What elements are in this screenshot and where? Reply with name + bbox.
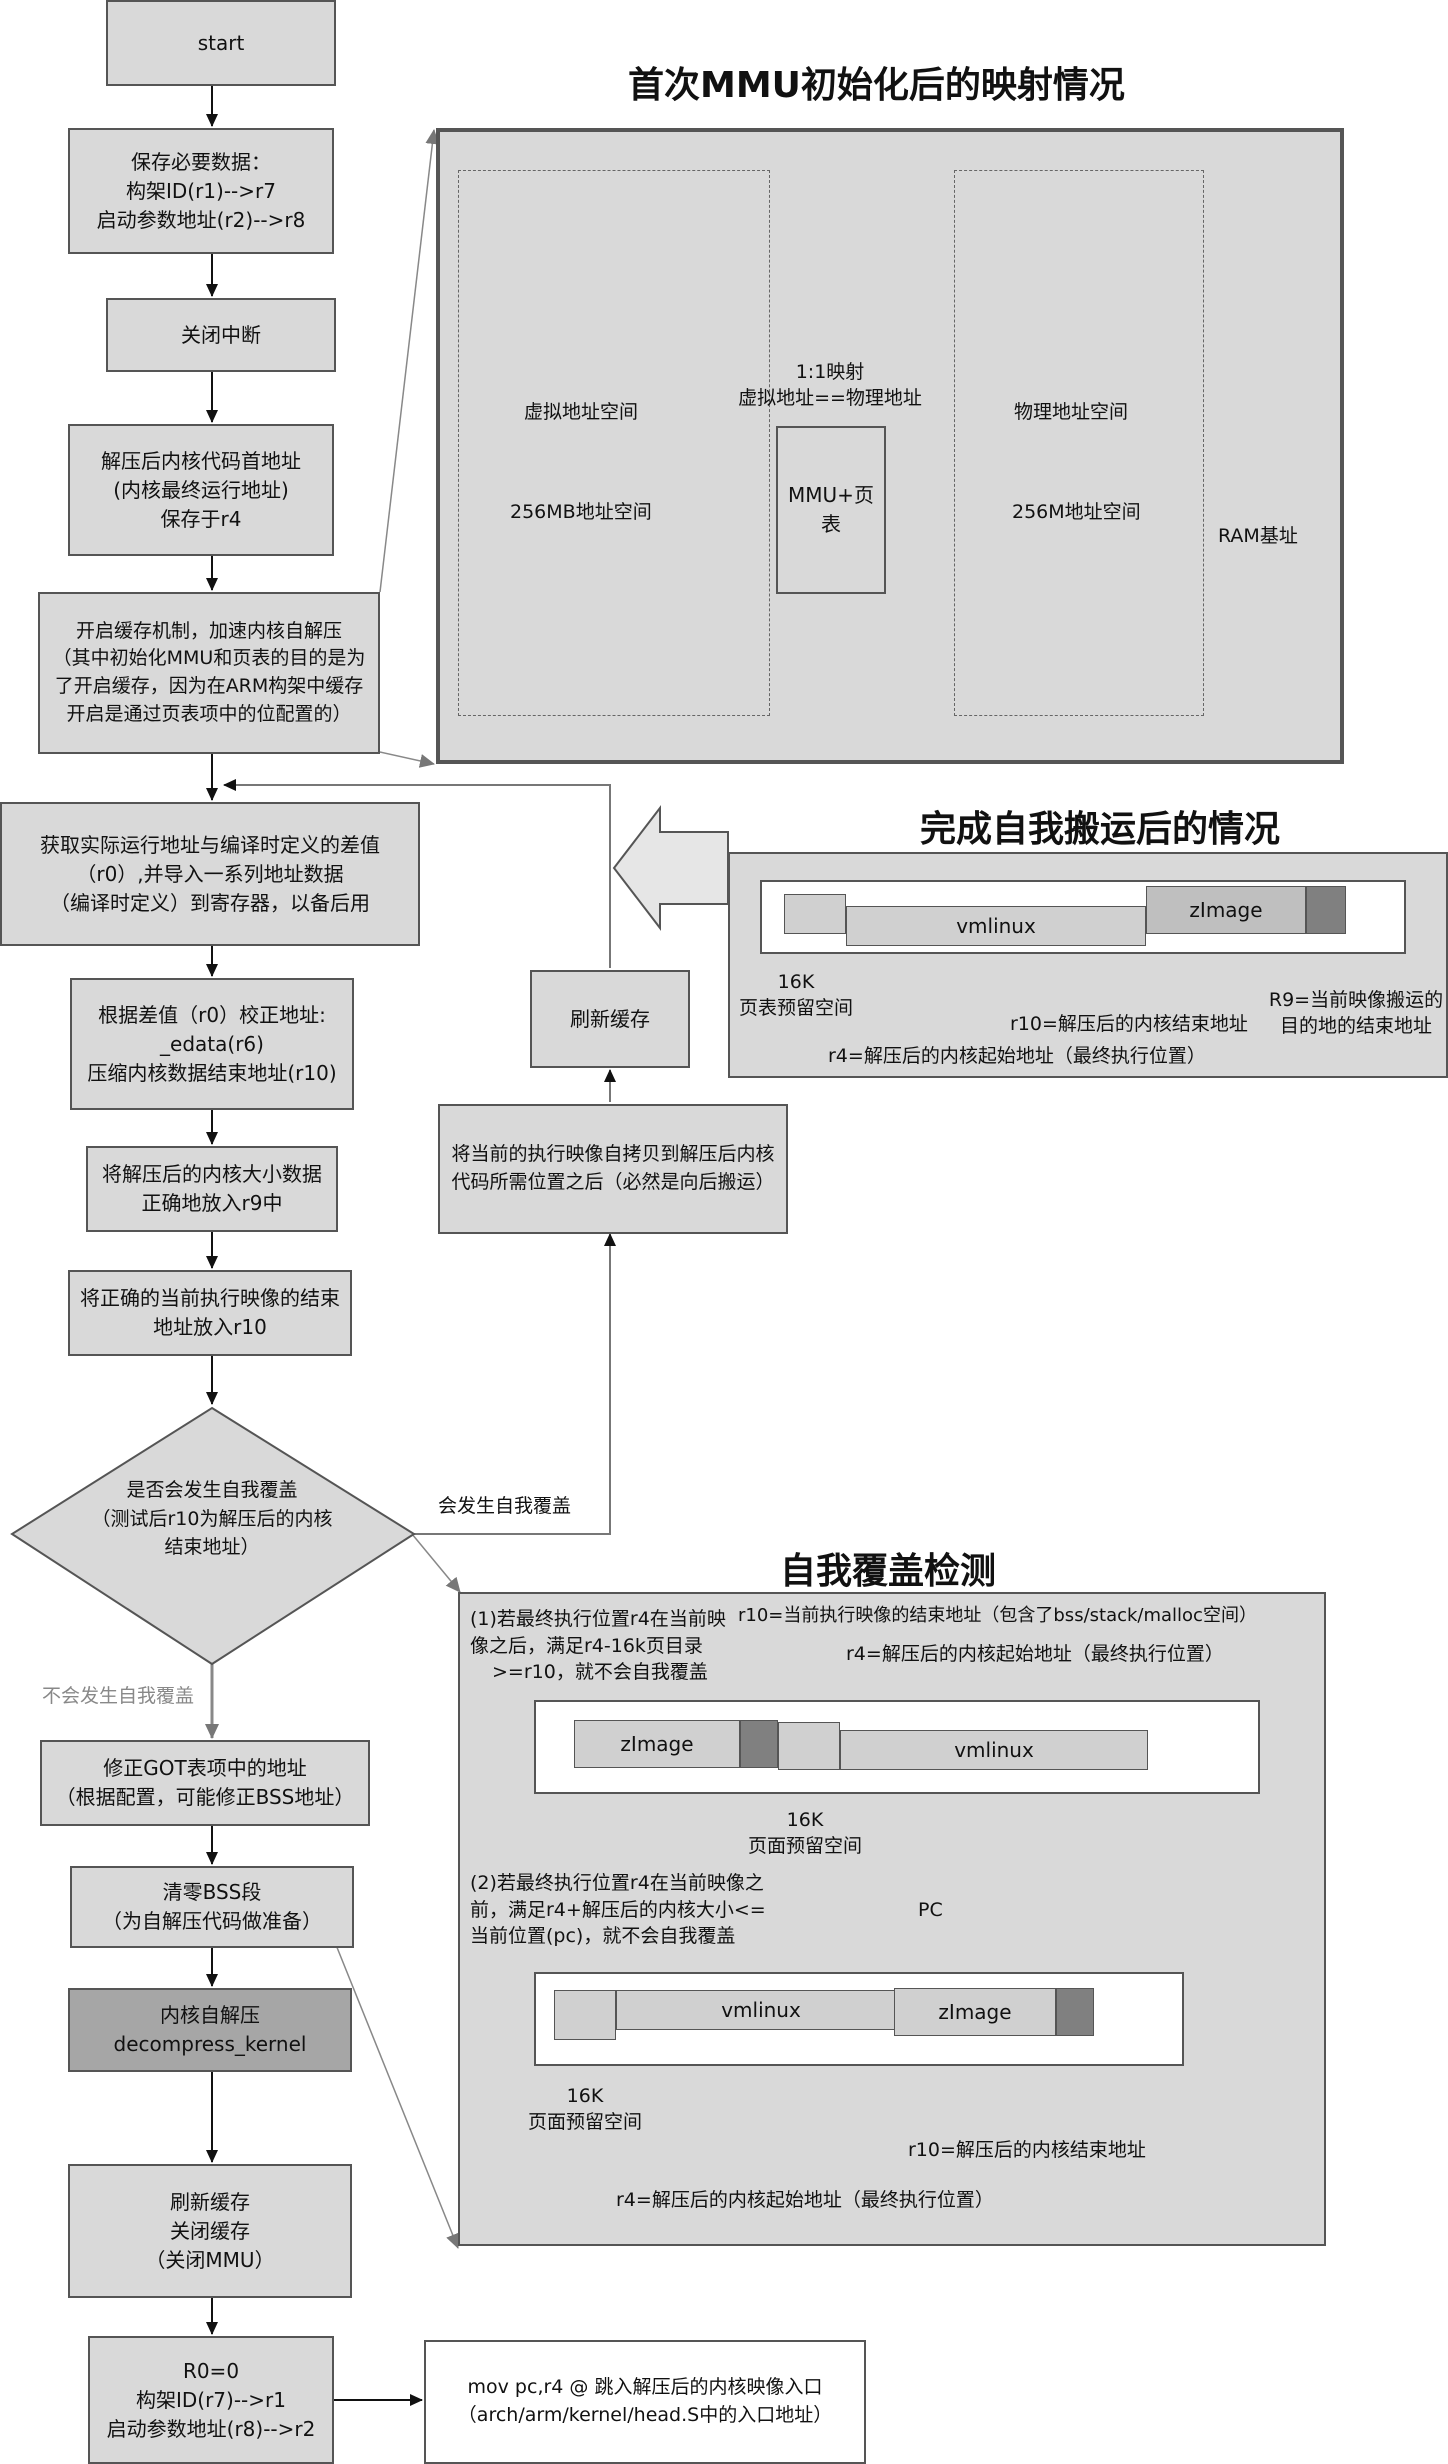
case1-seg-zimage: zImage bbox=[574, 1720, 740, 1768]
save-line-1: 保存必要数据： bbox=[130, 149, 271, 174]
decompress-node: 内核自解压 decompress_kernel bbox=[68, 1988, 352, 2072]
enable-cache-node: 开启缓存机制，加速内核自解压 （其中初始化MMU和页表的目的是为 了开启缓存，因… bbox=[38, 592, 380, 754]
zoom-line-overlap-bottom bbox=[329, 1929, 460, 2249]
kernel-addr-node: 解压后内核代码首地址 (内核最终运行地址) 保存于r4 bbox=[68, 424, 334, 556]
mmu-page-table-box: MMU+页 表 bbox=[776, 426, 886, 594]
clear-bss-node: 清零BSS段 （为自解压代码做准备） bbox=[70, 1866, 354, 1948]
mmu-panel-title: 首次MMU初始化后的映射情况 bbox=[628, 65, 1125, 106]
relocate-r10-label: r10=解压后的内核结束地址 bbox=[1010, 1013, 1248, 1035]
case1-text: (1)若最终执行位置r4在当前映 像之后，满足r4-16k页目录 >=r10，就… bbox=[470, 1608, 726, 1684]
offset-node: 获取实际运行地址与编译时定义的差值 （r0）,并导入一系列地址数据 （编译时定义… bbox=[0, 802, 420, 946]
case1-r10-label: r10=当前执行映像的结束地址（包含了bss/stack/malloc空间） bbox=[738, 1605, 1257, 1626]
arrow-flush-loop bbox=[223, 779, 611, 968]
set-regs-node: R0=0 构架ID(r7)-->r1 启动参数地址(r8)-->r2 bbox=[88, 2336, 334, 2464]
overlap-panel-title: 自我覆盖检测 bbox=[780, 1551, 997, 1592]
ram-base-label: RAM基址 bbox=[1218, 525, 1298, 547]
relocate-seg-tail bbox=[1306, 886, 1346, 934]
case2-seg-zimage: zImage bbox=[894, 1988, 1056, 2036]
no-branch-label: 不会发生自我覆盖 bbox=[42, 1685, 195, 1707]
map-label: 1:1映射 虚拟地址==物理地址 bbox=[738, 361, 922, 409]
zoom-line-bottom bbox=[379, 751, 435, 768]
got-fix-node: 修正GOT表项中的地址 （根据配置，可能修正BSS地址） bbox=[40, 1740, 370, 1826]
virt-space-label: 虚拟地址空间 bbox=[524, 401, 639, 423]
case2-text: (2)若最终执行位置r4在当前映像之 前，满足r4+解压后的内核大小<= 当前位… bbox=[470, 1872, 766, 1948]
fix-addr-node: 根据差值（r0）校正地址: _edata(r6) 压缩内核数据结束地址(r10) bbox=[70, 978, 354, 1110]
relocate-seg-16k bbox=[784, 894, 846, 934]
case2-16k-label: 16K 页面预留空间 bbox=[527, 2085, 642, 2133]
case2-seg-vmlinux: vmlinux bbox=[616, 1990, 906, 2030]
disable-irq-node: 关闭中断 bbox=[106, 298, 336, 372]
case2-seg-16k bbox=[554, 1990, 616, 2040]
r9-node: 将解压后的内核大小数据 正确地放入r9中 bbox=[86, 1146, 338, 1232]
yes-branch-label: 会发生自我覆盖 bbox=[438, 1495, 572, 1517]
case2-r4-label: r4=解压后的内核起始地址（最终执行位置） bbox=[616, 2189, 994, 2211]
jump-node: mov pc,r4 @ 跳入解压后的内核映像入口 （arch/arm/kerne… bbox=[424, 2340, 866, 2464]
case1-seg-vmlinux: vmlinux bbox=[840, 1730, 1148, 1770]
save-data-node: 保存必要数据： 构架ID(r1)-->r7 启动参数地址(r2)-->r8 bbox=[68, 128, 334, 254]
virt-space-region bbox=[458, 170, 770, 716]
save-line-2: 构架ID(r1)-->r7 bbox=[125, 178, 276, 203]
zoom-line-top bbox=[379, 129, 440, 593]
case2-r10-label: r10=解压后的内核结束地址 bbox=[908, 2139, 1146, 2161]
relocate-seg-vmlinux: vmlinux bbox=[846, 906, 1146, 946]
case1-16k-label: 16K 页面预留空间 bbox=[747, 1809, 862, 1857]
start-node: start bbox=[106, 0, 336, 86]
flush-cache-node: 刷新缓存 bbox=[530, 970, 690, 1068]
save-line-3: 启动参数地址(r2)-->r8 bbox=[96, 207, 306, 232]
case1-seg-tail bbox=[740, 1720, 778, 1768]
case1-seg-16k bbox=[778, 1722, 840, 1770]
relocate-16k-label: 16K 页表预留空间 bbox=[738, 971, 853, 1019]
flush-disable-node: 刷新缓存 关闭缓存 （关闭MMU） bbox=[68, 2164, 352, 2298]
r10-node: 将正确的当前执行映像的结束 地址放入r10 bbox=[68, 1270, 352, 1356]
phys-space-label: 物理地址空间 bbox=[1014, 401, 1129, 423]
relocate-panel-title: 完成自我搬运后的情况 bbox=[920, 809, 1281, 850]
case2-seg-tail bbox=[1056, 1988, 1094, 2036]
phys-size-label: 256M地址空间 bbox=[1012, 501, 1141, 523]
decision-text: 是否会发生自我覆盖 （测试后r10为解压后的内核 结束地址） bbox=[91, 1479, 333, 1558]
case2-pc-label: PC bbox=[918, 1899, 943, 1921]
relocate-r9-label: R9=当前映像搬运的 目的地的结束地址 bbox=[1268, 989, 1444, 1037]
relocate-r4-label: r4=解压后的内核起始地址（最终执行位置） bbox=[828, 1045, 1206, 1067]
relocate-seg-zimage: zImage bbox=[1146, 886, 1306, 934]
decision-diamond bbox=[10, 1406, 416, 1666]
case1-r4-label: r4=解压后的内核起始地址（最终执行位置） bbox=[846, 1643, 1224, 1665]
phys-space-region bbox=[954, 170, 1204, 716]
arrow-decision-copy bbox=[410, 1233, 616, 1535]
zoom-line-overlap-top bbox=[411, 1533, 461, 1593]
self-copy-node: 将当前的执行映像自拷贝到解压后内核 代码所需位置之后（必然是向后搬运） bbox=[438, 1104, 788, 1234]
relocate-pointer-arrow bbox=[612, 805, 729, 931]
virt-size-label: 256MB地址空间 bbox=[510, 501, 652, 523]
